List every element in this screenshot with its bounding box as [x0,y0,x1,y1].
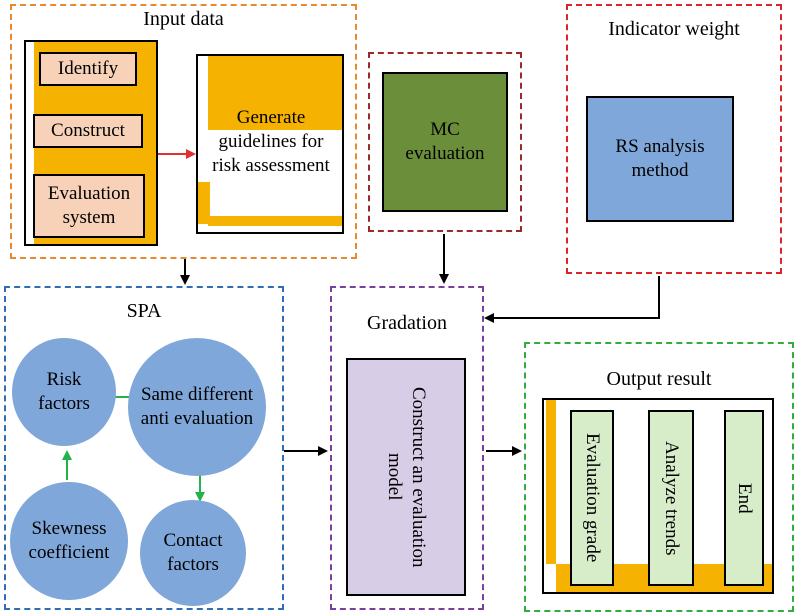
mc-evaluation-box: MC evaluation [382,72,508,212]
guidelines-label: Generate guidelines for risk assessment [212,107,330,176]
step-evaluation-system: Evaluation system [33,174,145,238]
mc-frame [368,52,522,232]
input-data-title: Input data [143,8,224,30]
input-data-frame [10,4,357,259]
end-label: End [734,482,755,514]
evaluation-grade-label: Evaluation grade [582,433,603,563]
gradation-title: Gradation [367,312,447,334]
step-identify: Identify [39,52,137,86]
indicator-weight-title: Indicator weight [608,18,740,40]
rs-analysis-box: RS analysis method [586,96,734,222]
circle-skewness: Skewness coefficient [10,482,128,600]
evaluation-grade-box: Evaluation grade [570,410,614,586]
output-title: Output result [606,368,712,390]
guidelines-fill-left [198,182,210,224]
spa-frame [4,286,284,610]
output-fill-left [546,400,556,564]
guidelines-panel [196,54,344,234]
analyze-trends-box: Analyze trends [648,410,694,586]
analyze-trends-label: Analyze trends [661,440,682,556]
gradation-frame [330,286,484,610]
spa-title: SPA [126,300,162,322]
construct-model-box: Construct an evaluation model [346,358,466,596]
construct-model-label: Construct an evaluation model [384,386,429,568]
circle-contact-factors: Contact factors [140,500,246,606]
arrow-weight-gradation [484,276,660,323]
step-construct: Construct [33,114,143,148]
output-frame [524,342,794,612]
circle-same-different: Same different anti evaluation [128,338,266,476]
guidelines-fill-bottom [208,216,342,226]
indicator-weight-frame [566,4,782,274]
end-box: End [724,410,764,586]
circle-risk-factors: Risk factors [12,338,116,446]
guidelines-fill-top [208,56,342,130]
